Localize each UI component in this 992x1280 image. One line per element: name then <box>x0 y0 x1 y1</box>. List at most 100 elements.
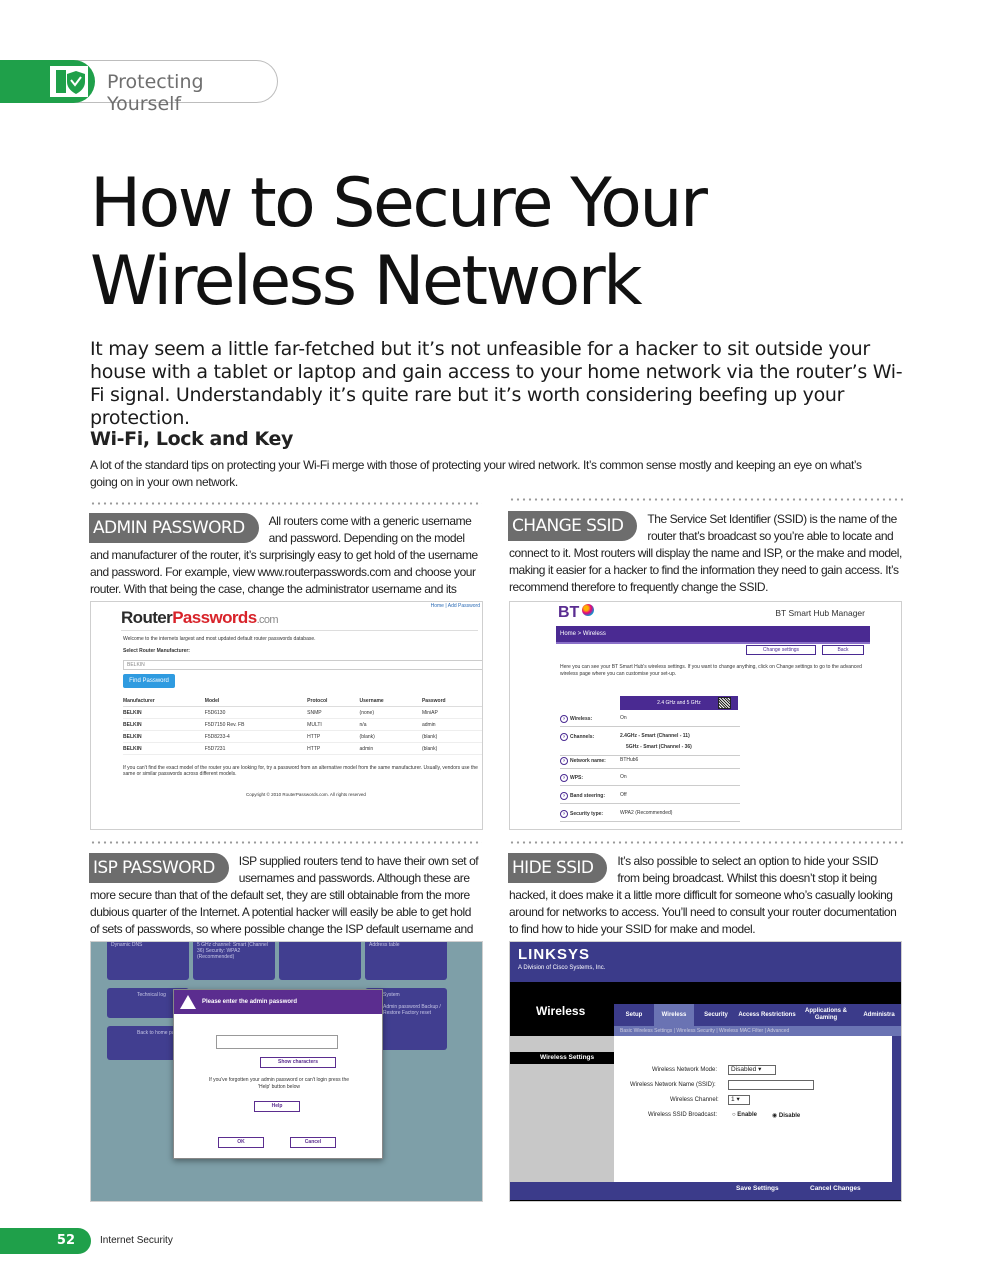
qr-code-icon <box>718 697 731 709</box>
divider <box>556 642 870 644</box>
routerpasswords-logo: RouterPasswords.com <box>121 608 279 627</box>
tile-blank[interactable] <box>279 942 361 980</box>
column-header: Username <box>359 696 422 707</box>
section-label-pill: HIDE SSID <box>508 853 608 883</box>
rp-select-label: Select Router Manufacturer: <box>123 648 190 654</box>
linksys-right-strip <box>892 1036 901 1182</box>
manufacturer-select[interactable]: BELKIN <box>123 660 482 670</box>
warning-icon <box>180 995 196 1009</box>
ssid-input[interactable] <box>728 1080 814 1090</box>
back-button[interactable]: Back <box>822 645 864 655</box>
section-text: It’s also possible to select an option t… <box>509 854 897 936</box>
network-mode-select[interactable]: Disabled ▾ <box>728 1065 776 1075</box>
section-header-tab: Protecting Yourself <box>0 60 278 115</box>
channel-select[interactable]: 1 ▾ <box>728 1095 750 1105</box>
subheading: Wi-Fi, Lock and Key <box>90 428 293 450</box>
tile-dynamic-dns[interactable]: Dynamic DNS <box>107 942 189 980</box>
bt-setting-row: 5GHz - Smart (Channel - 36) <box>560 744 740 756</box>
column-header: Manufacturer <box>123 696 205 707</box>
save-settings-button[interactable]: Save Settings <box>736 1185 779 1192</box>
footer-label: Internet Security <box>100 1235 173 1246</box>
broadcast-label: Wireless SSID Broadcast: <box>648 1112 718 1118</box>
section-label-pill: ISP PASSWORD <box>89 853 229 883</box>
bt-orb-icon <box>582 604 594 616</box>
section-text: The Service Set Identifier (SSID) is the… <box>509 512 902 594</box>
rp-note: If you can't find the exact model of the… <box>123 765 478 777</box>
tile-address-table[interactable]: Address table <box>365 942 447 980</box>
admin-password-dialog: Please enter the admin password Show cha… <box>173 989 383 1159</box>
change-settings-button[interactable]: Change settings <box>746 645 816 655</box>
tab-access-restrictions[interactable]: Access Restrictions <box>738 1011 796 1018</box>
section-label-pill: ADMIN PASSWORD <box>89 513 259 543</box>
rp-welcome: Welcome to the internets largest and mos… <box>123 636 316 642</box>
section-label-pill: CHANGE SSID <box>508 511 638 541</box>
linksys-banner: LINKSYS A Division of Cisco Systems, Inc… <box>510 942 901 982</box>
linksys-main-panel: Wireless Network Mode: Disabled ▾ Wirele… <box>614 1036 892 1182</box>
dotted-divider <box>90 502 482 505</box>
mode-label: Wireless Network Mode: <box>652 1067 718 1073</box>
linksys-logo: LINKSYS <box>518 946 591 963</box>
bt-setting-row: Channels:2.4GHz - Smart (Channel - 11) <box>560 733 740 745</box>
find-password-button[interactable]: Find Password <box>123 674 175 688</box>
help-button[interactable]: Help <box>254 1101 300 1112</box>
enable-radio[interactable]: ○ Enable <box>732 1112 757 1118</box>
bt-logo: BT <box>558 604 580 621</box>
bt-title: BT Smart Hub Manager <box>775 608 865 618</box>
section-hide-ssid: HIDE SSID It’s also possible to select a… <box>508 853 903 938</box>
show-characters-button[interactable]: Show characters <box>260 1057 336 1068</box>
section-text: All routers come with a generic username… <box>90 514 478 613</box>
password-table: Manufacturer Model Protocol Username Pas… <box>123 696 482 755</box>
chevron-down-icon: ▾ <box>758 1066 762 1073</box>
tab-security[interactable]: Security <box>704 1011 728 1018</box>
dotted-divider <box>509 841 903 844</box>
page-title: How to Secure Your Wireless Network <box>90 164 708 321</box>
disable-radio[interactable]: ◉ Disable <box>772 1113 801 1119</box>
linksys-screenshot: LINKSYS A Division of Cisco Systems, Inc… <box>509 941 902 1202</box>
chevron-down-icon: ▾ <box>736 1096 740 1103</box>
tab-setup[interactable]: Setup <box>625 1011 643 1018</box>
cancel-button[interactable]: Cancel <box>290 1137 336 1148</box>
routerpasswords-screenshot: RouterPasswords.com Home | Add Password … <box>90 601 483 830</box>
intro-paragraph: It may seem a little far-fetched but it’… <box>90 338 903 429</box>
bt-setting-row: Band steering:Off <box>560 792 740 804</box>
cancel-changes-button[interactable]: Cancel Changes <box>810 1185 861 1192</box>
linksys-action-bar: Save Settings Cancel Changes <box>510 1182 901 1200</box>
column-header: Protocol <box>307 696 360 707</box>
admin-password-input[interactable] <box>216 1035 338 1049</box>
tab-wireless[interactable]: Wireless <box>654 1004 694 1026</box>
dotted-divider <box>90 841 482 844</box>
channel-label: Wireless Channel: <box>670 1097 719 1103</box>
rp-top-links[interactable]: Home | Add Password <box>430 603 480 609</box>
section-change-ssid: CHANGE SSID The Service Set Identifier (… <box>508 511 903 596</box>
section-isp-password: ISP PASSWORD ISP supplied routers tend t… <box>89 853 482 955</box>
tile-5ghz[interactable]: 5 GHz channel: Smart (Channel 36) Securi… <box>193 942 275 980</box>
dialog-header: Please enter the admin password <box>174 990 382 1014</box>
table-header-row: Manufacturer Model Protocol Username Pas… <box>123 696 482 707</box>
ssid-label: Wireless Network Name (SSID): <box>630 1082 716 1088</box>
rp-copyright: Copyright © 2010 RouterPasswords.com. Al… <box>246 792 366 797</box>
ok-button[interactable]: OK <box>218 1137 264 1148</box>
column-header: Model <box>204 696 308 707</box>
wireless-settings-heading: Wireless Settings <box>510 1052 614 1064</box>
page-number: 52 <box>0 1228 91 1254</box>
bt-smart-hub-screenshot: BT BT Smart Hub Manager Home > Wireless … <box>509 601 902 830</box>
bt-breadcrumb[interactable]: Home > Wireless <box>556 626 870 642</box>
dialog-note: If you've forgotten your admin password … <box>208 1077 350 1090</box>
linksys-tab-bar: Setup Wireless Security Access Restricti… <box>614 1004 901 1026</box>
linksys-subnav[interactable]: Basic Wireless Settings | Wireless Secur… <box>614 1026 901 1036</box>
dotted-divider <box>509 498 903 501</box>
subheading-paragraph: A lot of the standard tips on protecting… <box>90 458 862 489</box>
column-header: Password <box>421 696 482 707</box>
isp-admin-screenshot: Dynamic DNS 5 GHz channel: Smart (Channe… <box>90 941 483 1202</box>
tab-applications-gaming[interactable]: Applications & Gaming <box>804 1008 847 1021</box>
shield-window-icon <box>50 66 88 97</box>
section-admin-password: ADMIN PASSWORD All routers come with a g… <box>89 513 482 615</box>
tab-administration[interactable]: Administra <box>863 1011 895 1018</box>
bt-setting-row: Network name:BTHub6 <box>560 757 740 769</box>
linksys-subtitle: A Division of Cisco Systems, Inc. <box>518 965 606 971</box>
bt-setting-row: Security type:WPA2 (Recommended) <box>560 810 740 822</box>
band-bar: 2.4 GHz and 5 GHz <box>620 696 738 710</box>
